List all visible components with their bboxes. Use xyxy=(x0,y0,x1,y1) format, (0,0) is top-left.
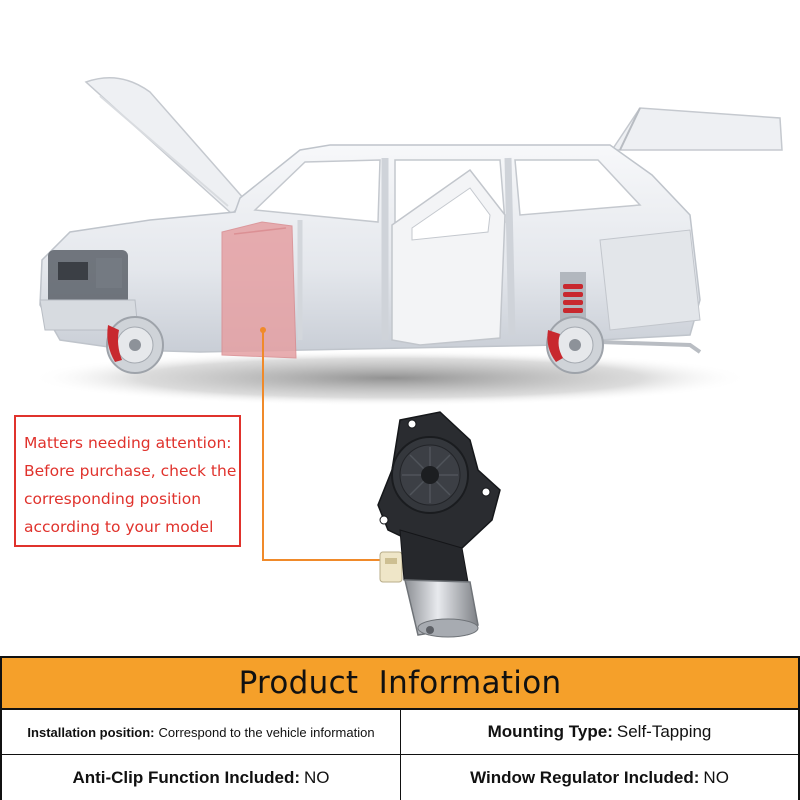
rear-wheel xyxy=(546,316,604,374)
notice-line: corresponding position xyxy=(24,490,202,508)
spec-key: Anti-Clip Function Included: xyxy=(72,767,301,787)
anti-clip-cell: Anti-Clip Function Included: NO xyxy=(2,755,400,800)
vehicle-diagram xyxy=(30,77,783,638)
spec-value: Correspond to the vehicle information xyxy=(158,724,375,740)
spec-value: Self-Tapping xyxy=(616,722,712,741)
window-regulator-cell: Window Regulator Included: NO xyxy=(400,755,798,800)
mounting-type-cell: Mounting Type: Self-Tapping xyxy=(400,710,798,754)
notice-line: Before purchase, check the xyxy=(24,462,237,480)
spec-key: Mounting Type: xyxy=(487,722,613,741)
spec-key: Installation position: xyxy=(27,724,155,740)
notice-line: according to your model xyxy=(24,518,214,536)
spec-value: NO xyxy=(304,767,330,787)
window-motor-image xyxy=(377,411,501,638)
car-body-image xyxy=(39,77,783,374)
highlighted-front-door xyxy=(221,221,297,359)
rear-spring xyxy=(563,284,583,313)
installation-position-cell: Installation position: Correspond to the… xyxy=(2,710,400,754)
product-information-table: Product Information Installation positio… xyxy=(0,656,800,800)
table-row: Anti-Clip Function Included: NO Window R… xyxy=(2,755,798,800)
attention-notice: Matters needing attention: Before purcha… xyxy=(14,415,241,547)
table-row: Installation position: Correspond to the… xyxy=(2,710,798,755)
spec-value: NO xyxy=(703,767,729,787)
notice-line: Matters needing attention: xyxy=(24,434,232,452)
product-information-title: Product Information xyxy=(2,658,798,710)
spec-key: Window Regulator Included: xyxy=(470,767,700,787)
front-wheel xyxy=(106,316,164,374)
